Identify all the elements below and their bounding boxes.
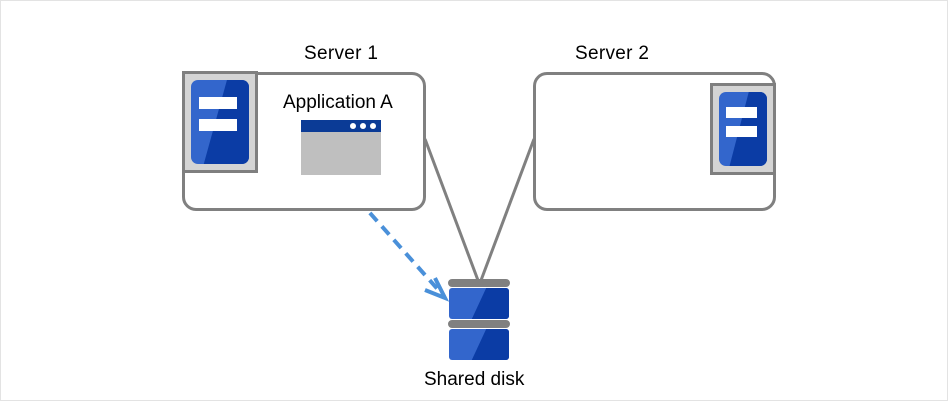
disk-stack-icon[interactable]	[448, 279, 510, 363]
server-icon	[710, 83, 776, 175]
disk-cap	[448, 279, 510, 287]
window-dot-icon	[350, 123, 356, 129]
server1-title: Server 1	[304, 43, 379, 64]
application-a-label: Application A	[283, 92, 393, 113]
disk-platter	[449, 329, 509, 360]
server-icon-body	[191, 80, 249, 164]
window-dot-icon	[370, 123, 376, 129]
server-icon	[182, 71, 258, 173]
app-window-titlebar	[301, 120, 381, 132]
server2-title: Server 2	[575, 43, 650, 64]
app-window-icon[interactable]	[301, 120, 381, 175]
disk-cap	[448, 320, 510, 328]
connector-server2-to-disk	[478, 138, 536, 284]
shared-disk-label: Shared disk	[424, 369, 525, 390]
server-icon-bar-top	[199, 96, 238, 110]
server-icon-body	[719, 92, 767, 166]
connector-server1-to-disk	[423, 138, 481, 284]
server-icon-bar-bottom	[199, 118, 238, 132]
server-icon-bar-top	[725, 106, 758, 118]
window-dot-icon	[360, 123, 366, 129]
disk-platter	[449, 288, 509, 319]
arrowhead-icon	[424, 277, 450, 302]
server-icon-bar-bottom	[725, 126, 758, 138]
